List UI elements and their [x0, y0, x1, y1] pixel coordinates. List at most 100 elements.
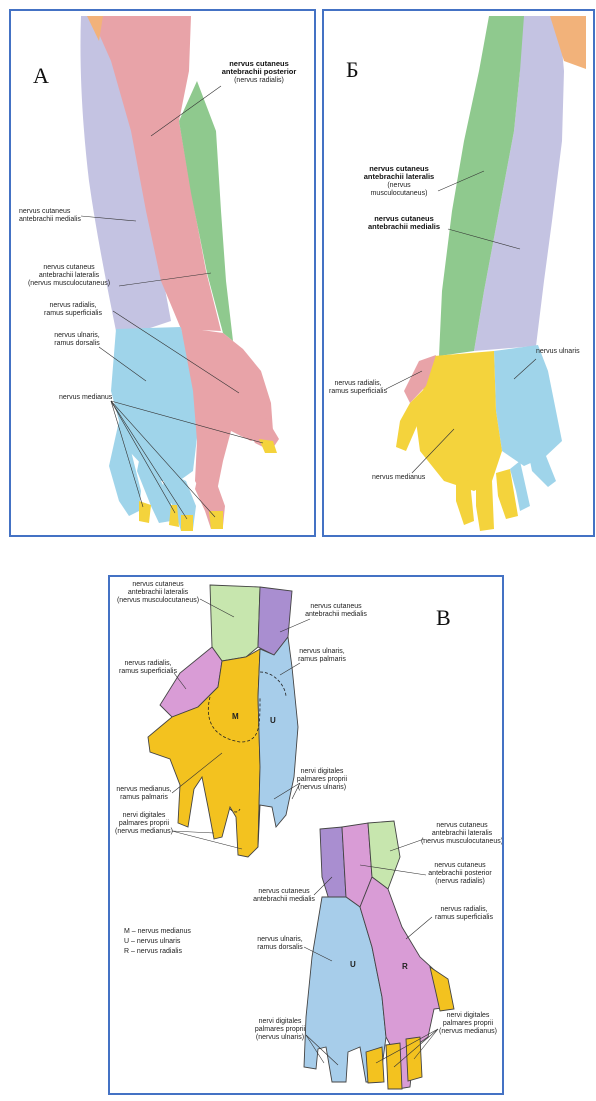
label-line: (nervus musculocutaneus) — [28, 280, 110, 287]
label-line: (nervus musculocutaneus) — [421, 838, 503, 845]
label-line: (nervus medianus) — [115, 828, 173, 835]
label-radialis: nervus radialis, ramus superficialis — [44, 302, 102, 317]
region-letter-u: U — [350, 960, 356, 969]
region-ulnar-palm — [494, 345, 562, 466]
label-line: nervus radialis, — [334, 380, 381, 387]
label-line: ramus superficialis — [119, 668, 177, 675]
label-line: nervus ulnaris, — [54, 332, 100, 339]
label-line: palmares proprii — [443, 1020, 494, 1027]
label-line: ramus dorsalis — [54, 340, 100, 347]
label-lateralis: nervus cutaneus antebrachii lateralis (n… — [364, 164, 434, 197]
label-line: palmares proprii — [119, 820, 170, 827]
label-bot-dig-medianus: nervi digitales palmares proprii (nervus… — [439, 1012, 497, 1035]
panel-a-diagram: А nervus cutaneus antebrachii posterior … — [11, 11, 316, 537]
label-bot-ulnaris: nervus ulnaris, ramus dorsalis — [257, 936, 303, 951]
label-line: nervus ulnaris, — [299, 648, 345, 655]
label-line: nervus ulnaris, — [257, 936, 303, 943]
finger-little — [528, 451, 556, 487]
label-top-dig-medianus: nervi digitales palmares proprii (nervus… — [115, 812, 173, 835]
label-line: (nervus radialis) — [435, 878, 485, 885]
label-line: antebrachii lateralis — [128, 589, 189, 596]
region-lateral-cutaneous — [210, 585, 260, 661]
region-medial-cutaneous — [320, 827, 346, 903]
label-bot-medialis: nervus cutaneus antebrachii medialis — [253, 888, 315, 903]
panel-c-diagram: В M U U R nervus cutaneus antebrachii la… — [110, 577, 504, 1095]
label-line: nervus cutaneus — [132, 581, 184, 588]
label-top-medialis: nervus cutaneus antebrachii medialis — [305, 603, 367, 618]
label-line: palmares proprii — [297, 776, 348, 783]
region-radial-superficial — [181, 327, 273, 499]
legend-r: R – nervus radialis — [124, 948, 182, 955]
label-line: antebrachii lateralis — [364, 172, 434, 181]
tip-median-3 — [181, 515, 193, 531]
label-medianus: nervus medianus — [372, 474, 426, 481]
label-line: nervus cutaneus — [19, 208, 71, 215]
label-line: nervi digitales — [123, 812, 166, 819]
label-line: (nervus musculocutaneus) — [117, 597, 199, 604]
label-legend: M – nervus medianus U – nervus ulnaris R… — [124, 928, 191, 955]
label-top-dig-ulnaris: nervi digitales palmares proprii (nervus… — [297, 768, 348, 791]
label-line: ramus superficialis — [329, 388, 387, 395]
legend-m: M – nervus medianus — [124, 928, 191, 935]
label-line: nervi digitales — [259, 1018, 302, 1025]
label-line: nervus cutaneus — [43, 264, 95, 271]
label-line: nervus radialis, — [49, 302, 96, 309]
label-line: (nervus medianus) — [439, 1028, 497, 1035]
panel-b-diagram: Б nervus cutaneus antebrachii lateralis … — [324, 11, 595, 537]
label-bot-lateralis: nervus cutaneus antebrachii lateralis (n… — [421, 822, 503, 845]
label-line: antebrachii lateralis — [39, 272, 100, 279]
label-top-lateralis: nervus cutaneus antebrachii lateralis (n… — [117, 581, 199, 604]
label-line: ramus palmaris — [298, 656, 346, 663]
legend-u: U – nervus ulnaris — [124, 938, 181, 945]
tip-median-1 — [366, 1047, 384, 1083]
label-line: antebrachii posterior — [222, 67, 297, 76]
label-line: palmares proprii — [255, 1026, 306, 1033]
label-line: nervus medianus, — [116, 786, 171, 793]
finger-middle — [476, 481, 494, 531]
region-ulnar — [258, 637, 298, 847]
label-line: antebrachii medialis — [19, 216, 81, 223]
label-bot-dig-ulnaris: nervi digitales palmares proprii (nervus… — [255, 1018, 306, 1041]
label-ulnaris: nervus ulnaris — [536, 348, 580, 355]
label-bot-radialis: nervus radialis, ramus superficialis — [435, 906, 493, 921]
panel-a-dorsal-arm: А nervus cutaneus antebrachii posterior … — [9, 9, 316, 537]
region-letter-m: M — [232, 712, 239, 721]
label-line: nervi digitales — [301, 768, 344, 775]
label-ulnaris: nervus ulnaris, ramus dorsalis — [54, 332, 100, 347]
label-line: antebrachii medialis — [368, 222, 440, 231]
label-line: antebrachii lateralis — [432, 830, 493, 837]
label-radialis: nervus radialis, ramus superficialis — [329, 380, 387, 395]
label-top-radialis: nervus radialis, ramus superficialis — [119, 660, 177, 675]
panel-letter: Б — [346, 57, 359, 82]
dorsal-hand: U R — [304, 821, 454, 1089]
label-medialis: nervus cutaneus antebrachii medialis — [368, 214, 440, 231]
label-lateralis: nervus cutaneus antebrachii lateralis (n… — [28, 264, 110, 287]
label-line: antebrachii medialis — [305, 611, 367, 618]
label-line: nervus cutaneus — [434, 862, 486, 869]
label-medianus: nervus medianus — [59, 394, 113, 401]
panel-c-hand-maps: В M U U R nervus cutaneus antebrachii la… — [108, 575, 504, 1095]
leader-line — [406, 917, 432, 939]
label-line: nervus radialis, — [440, 906, 487, 913]
label-bot-posterior: nervus cutaneus antebrachii posterior (n… — [428, 862, 492, 885]
label-posterior: nervus cutaneus antebrachii posterior (n… — [222, 59, 297, 84]
label-line: (nervus radialis) — [234, 77, 284, 84]
leader-line — [172, 831, 242, 849]
label-line: antebrachii posterior — [428, 870, 492, 877]
label-medialis: nervus cutaneus antebrachii medialis — [19, 208, 81, 223]
panel-letter: А — [33, 63, 49, 88]
palmar-hand: M U — [148, 585, 298, 857]
label-line: ramus superficialis — [435, 914, 493, 921]
label-line: (nervus — [387, 182, 411, 189]
region-letter-r: R — [402, 962, 408, 971]
label-line: ramus palmaris — [120, 794, 168, 801]
label-line: (nervus ulnaris) — [256, 1034, 304, 1041]
label-line: nervi digitales — [447, 1012, 490, 1019]
label-line: nervus radialis, — [124, 660, 171, 667]
label-top-median-palmaris: nervus medianus, ramus palmaris — [116, 786, 171, 801]
label-line: nervus cutaneus — [258, 888, 310, 895]
label-line: antebrachii medialis — [253, 896, 315, 903]
region-letter-u: U — [270, 716, 276, 725]
label-top-ulnaris: nervus ulnaris, ramus palmaris — [298, 648, 346, 663]
panel-letter: В — [436, 605, 451, 630]
